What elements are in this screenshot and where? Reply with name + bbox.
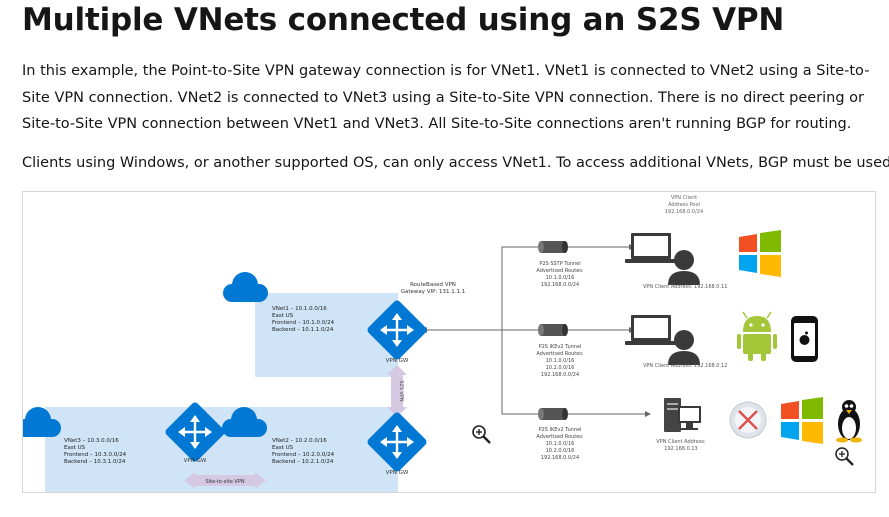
tunnel2-routes-label: Advertised Routes:	[536, 351, 584, 357]
p2s-connection-lines	[423, 246, 649, 415]
svg-text:S2S VPN: S2S VPN	[398, 380, 404, 402]
azure-cloud-icon	[223, 272, 268, 302]
vpn-gw-label: VPN GW	[386, 470, 409, 476]
zoom-in-icon[interactable]	[835, 447, 854, 466]
intro-paragraph: In this example, the Point-to-Site VPN g…	[22, 63, 870, 132]
vnet3-backend: Backend – 10.3.1.0/24	[64, 459, 126, 465]
vnet2-backend: Backend – 10.2.1.0/24	[272, 459, 334, 465]
windows-logo-icon	[739, 230, 781, 277]
gateway-vip-label: Gateway VIP: 131.1.1.1	[401, 289, 466, 295]
network-diagram: S2S VPN Site-to-site VPN VPN GW VPN GW V…	[22, 191, 876, 493]
tunnel-tube-icon	[538, 241, 568, 253]
linux-tux-icon	[836, 400, 862, 443]
vnet2-name: VNet2 – 10.2.0.0/16	[272, 438, 327, 444]
tunnel1-title: P2S SSTP Tunnel	[539, 261, 580, 267]
page-title: Multiple VNets connected using an S2S VP…	[22, 2, 785, 38]
tunnel3-route: 192.168.0.0/24	[541, 455, 579, 461]
pool-label: Address Pool	[668, 202, 700, 208]
vnet1-name: VNet1 – 10.1.0.0/16	[272, 306, 327, 312]
pool-range: 192.168.0.0/24	[665, 209, 703, 215]
vnet1-backend: Backend – 10.1.1.0/24	[272, 327, 334, 333]
vnet1-frontend: Frontend – 10.1.0.0/24	[272, 320, 335, 326]
tunnel2-route: 192.168.0.0/24	[541, 372, 579, 378]
vnet3-name: VNet3 – 10.3.0.0/16	[64, 438, 119, 444]
ios-device-icon	[791, 316, 818, 362]
vpn-gw-label: VPN GW	[386, 358, 409, 364]
vnet2-region: East US	[272, 445, 294, 451]
tunnel1-route: 192.168.0.0/24	[541, 282, 579, 288]
gateway-type-label: RouteBased VPN	[410, 282, 456, 288]
s2s-connector-horizontal: Site-to-site VPN	[184, 472, 266, 489]
vnet3-frontend: Frontend – 10.3.0.0/24	[64, 452, 127, 458]
tunnel3-route: 10.1.0.0/16	[546, 441, 575, 447]
tunnel3-routes-label: Advertised Routes:	[536, 434, 584, 440]
tunnel3-route: 10.2.0.0/16	[546, 448, 575, 454]
clients-paragraph: Clients using Windows, or another suppor…	[22, 155, 889, 171]
user-icon	[668, 250, 700, 285]
vnet3-region: East US	[64, 445, 86, 451]
android-logo-icon	[737, 311, 777, 361]
laptop-icon	[625, 233, 677, 263]
desktop-computer-icon	[664, 398, 701, 432]
windows-logo-icon	[781, 397, 823, 444]
tunnel-tube-icon	[538, 408, 568, 420]
tunnel2-route: 10.1.0.0/16	[546, 358, 575, 364]
s2s-connector-vertical: S2S VPN	[387, 365, 407, 417]
s2s-label: Site-to-site VPN	[205, 479, 244, 485]
tunnel-tube-icon	[538, 324, 568, 336]
pool-label: VPN Client	[671, 195, 697, 201]
vpn-gw-label: VPN GW	[184, 458, 207, 464]
client2-address: VPN Client Address: 192.168.0.12	[643, 363, 727, 369]
macos-logo-icon	[729, 401, 767, 439]
user-icon	[668, 330, 700, 365]
tunnel2-title: P2S IKEv2 Tunnel	[539, 344, 582, 350]
tunnel1-routes-label: Advertised Routes:	[536, 268, 584, 274]
client3-address-label: VPN Client Address:	[656, 439, 706, 445]
vnet2-frontend: Frontend – 10.2.0.0/24	[272, 452, 335, 458]
zoom-in-icon[interactable]	[472, 425, 491, 444]
tunnel3-title: P2S IKEv2 Tunnel	[539, 427, 582, 433]
tunnel2-route: 10.2.0.0/16	[546, 365, 575, 371]
tunnel1-route: 10.1.0.0/16	[546, 275, 575, 281]
diagram-canvas: S2S VPN Site-to-site VPN VPN GW VPN GW V…	[23, 195, 862, 492]
vnet1-region: East US	[272, 313, 294, 319]
client1-address: VPN Client Address: 192.168.0.11	[643, 284, 727, 290]
client3-address: 192.168.0.13	[664, 446, 697, 452]
laptop-icon	[625, 315, 677, 345]
